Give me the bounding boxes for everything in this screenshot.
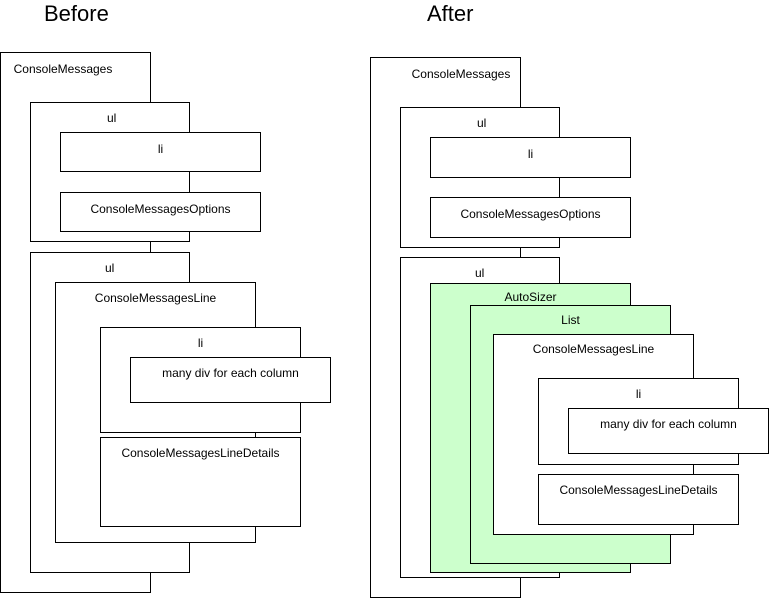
before-ul-bottom-label: ul: [105, 261, 115, 275]
after-many-div-label: many div for each column: [600, 417, 737, 431]
before-li-inner-label: li: [197, 336, 204, 350]
before-console-messages-line-details-label: ConsoleMessagesLineDetails: [121, 446, 280, 460]
after-ul-top-label: ul: [477, 116, 487, 130]
before-console-messages-line-label: ConsoleMessagesLine: [94, 291, 217, 305]
after-many-div-box: many div for each column: [568, 408, 769, 454]
after-li-top-label: li: [527, 147, 534, 161]
before-console-messages-options-box: ConsoleMessagesOptions: [60, 192, 261, 232]
after-console-messages-line-details-label: ConsoleMessagesLineDetails: [559, 483, 718, 497]
after-auto-sizer-label: AutoSizer: [504, 290, 557, 304]
after-console-messages-line-label: ConsoleMessagesLine: [532, 342, 655, 356]
after-console-messages-line-details-box: ConsoleMessagesLineDetails: [538, 474, 739, 525]
after-list-label: List: [561, 313, 580, 327]
after-console-messages-options-box: ConsoleMessagesOptions: [430, 197, 631, 238]
before-li-top-label: li: [157, 142, 164, 156]
before-many-div-box: many div for each column: [130, 357, 331, 403]
after-heading: After: [427, 1, 474, 26]
before-console-messages-options-label: ConsoleMessagesOptions: [90, 202, 231, 216]
after-ul-bottom-label: ul: [475, 266, 485, 280]
before-console-messages-label: ConsoleMessages: [13, 62, 113, 76]
before-many-div-label: many div for each column: [162, 366, 299, 380]
before-li-top-box: li: [60, 132, 261, 172]
before-console-messages-line-details-box: ConsoleMessagesLineDetails: [100, 437, 301, 527]
before-ul-top-label: ul: [107, 111, 117, 125]
after-console-messages-label: ConsoleMessages: [411, 67, 511, 81]
before-heading: Before: [44, 1, 109, 26]
after-console-messages-options-label: ConsoleMessagesOptions: [460, 207, 601, 221]
after-li-top-box: li: [430, 137, 631, 178]
after-li-inner-label: li: [635, 387, 642, 401]
